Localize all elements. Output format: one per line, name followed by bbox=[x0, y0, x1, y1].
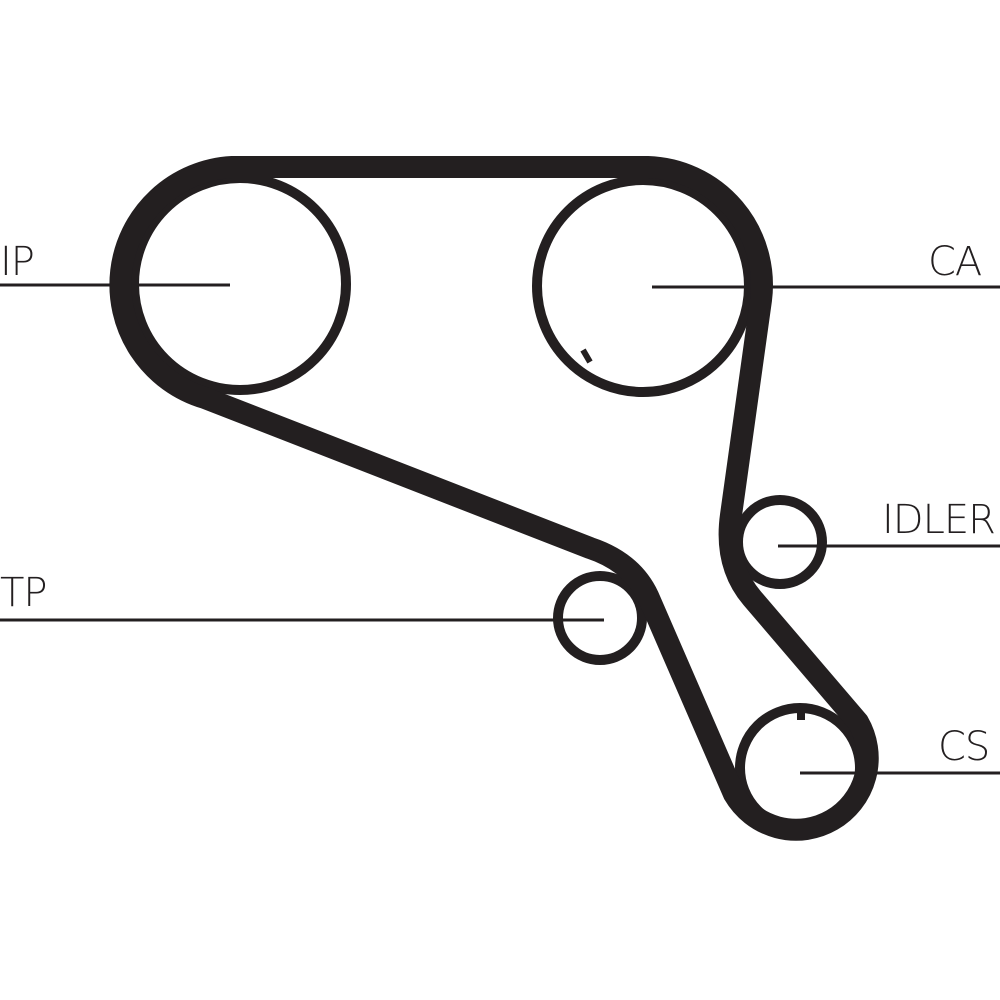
ca-timing-mark bbox=[580, 348, 593, 364]
tp-pulley bbox=[553, 571, 647, 665]
ca-pulley bbox=[532, 175, 754, 397]
ca-label: CA bbox=[928, 239, 982, 285]
idler-label: IDLER bbox=[882, 497, 996, 543]
tp-label: TP bbox=[0, 570, 48, 616]
cs-label: CS bbox=[938, 724, 990, 770]
timing-belt bbox=[109, 156, 879, 841]
ip-label: IP bbox=[0, 239, 35, 285]
idler-pulley bbox=[733, 495, 827, 589]
